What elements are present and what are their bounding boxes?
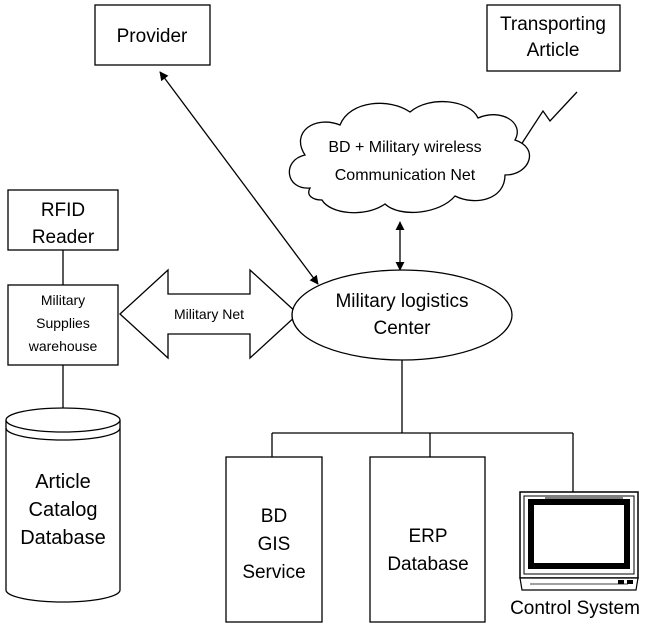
transporting-article-node: Transporting Article bbox=[486, 4, 621, 72]
rfid-reader-label-line1: RFID bbox=[41, 200, 85, 221]
military-net-label: Military Net bbox=[174, 306, 244, 322]
logistics-center-node: Military logistics Center bbox=[291, 269, 513, 361]
computer-monitor-icon bbox=[519, 491, 639, 591]
lightning-bolt-icon bbox=[514, 91, 578, 155]
erp-db-label-line2: Database bbox=[387, 554, 468, 575]
erp-database-node: ERP Database bbox=[369, 456, 486, 623]
logistics-center-label-line2: Center bbox=[373, 318, 431, 339]
article-catalog-database-cylinder: Article Catalog Database bbox=[5, 407, 121, 603]
warehouse-label-line2: Supplies bbox=[36, 315, 90, 331]
logistics-distribution-connectors bbox=[271, 360, 574, 492]
warehouse-label-line1: Military bbox=[41, 292, 85, 308]
article-catalog-db-label-line2: Catalog bbox=[29, 499, 98, 521]
provider-node: Provider bbox=[94, 4, 211, 66]
gis-service-label-line2: GIS bbox=[258, 534, 291, 555]
wireless-net-label-line1: BD + Military wireless bbox=[328, 139, 481, 156]
provider-logistics-arrow bbox=[159, 71, 319, 285]
control-system-label: Control System bbox=[510, 598, 640, 619]
erp-db-label-line1: ERP bbox=[408, 526, 447, 547]
transporting-article-label-line2: Article bbox=[527, 40, 580, 61]
wireless-net-label-line2: Communication Net bbox=[335, 167, 476, 184]
gis-service-label-line3: Service bbox=[242, 562, 305, 583]
article-catalog-db-label-line1: Article bbox=[35, 471, 91, 493]
rfid-reader-node: RFID Reader bbox=[7, 189, 119, 251]
article-catalog-db-label-line3: Database bbox=[20, 527, 106, 549]
rfid-reader-label-line2: Reader bbox=[32, 227, 95, 248]
gis-service-node: BD GIS Service bbox=[225, 456, 323, 623]
provider-label: Provider bbox=[117, 26, 188, 47]
warehouse-node: Military Supplies warehouse bbox=[7, 284, 119, 366]
transporting-article-label-line1: Transporting bbox=[500, 14, 606, 35]
logistics-center-label-line1: Military logistics bbox=[335, 291, 468, 312]
gis-service-label-line1: BD bbox=[261, 506, 287, 527]
wireless-communication-net-cloud: BD + Military wireless Communication Net bbox=[288, 100, 530, 214]
military-net-double-arrow: Military Net bbox=[119, 268, 299, 360]
warehouse-label-line3: warehouse bbox=[28, 338, 98, 354]
